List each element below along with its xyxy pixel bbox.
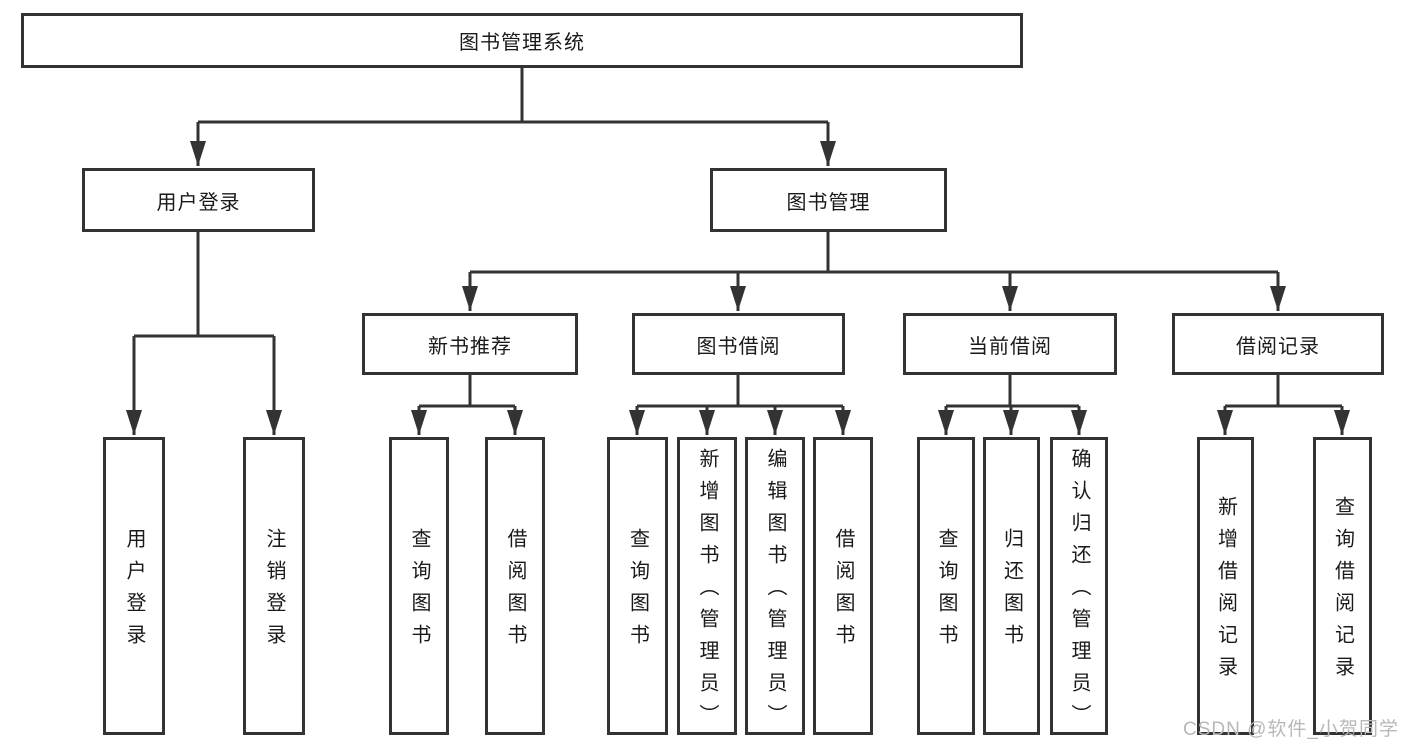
node-label: 图书管理 [786, 191, 871, 214]
leaf-cb-confirm-return-admin: 确认归还（管理员） [1050, 437, 1108, 736]
leaf-nb-borrow-books: 借阅图书 [485, 437, 545, 735]
node-label: 新增借阅记录 [1214, 496, 1237, 688]
node-label: 查询图书 [935, 528, 957, 656]
node-label: 当前借阅 [968, 335, 1052, 358]
node-label: 新增图书（管理员） [696, 448, 718, 736]
leaf-nb-query-books: 查询图书 [389, 437, 449, 735]
node-borrowing-records: 借阅记录 [1172, 313, 1384, 375]
leaf-logout: 注销登录 [243, 437, 305, 735]
leaf-bb-edit-books-admin: 编辑图书（管理员） [745, 437, 805, 736]
node-user-login: 用户登录 [82, 168, 315, 232]
node-label: 借阅图书 [832, 528, 854, 656]
node-new-book-recommend: 新书推荐 [362, 313, 578, 375]
leaf-user-login: 用户登录 [103, 437, 165, 735]
leaf-br-query-record: 查询借阅记录 [1313, 437, 1372, 735]
node-label: 归还图书 [1000, 528, 1023, 656]
node-label: 确认归还（管理员） [1068, 448, 1090, 736]
leaf-br-add-record: 新增借阅记录 [1197, 437, 1254, 735]
node-label: 图书借阅 [696, 335, 781, 358]
node-label: 注销登录 [263, 528, 285, 656]
node-label: 借阅图书 [504, 528, 526, 656]
leaf-bb-borrow-books: 借阅图书 [813, 437, 873, 735]
leaf-cb-return-books: 归还图书 [983, 437, 1040, 735]
node-label: 编辑图书（管理员） [764, 448, 786, 736]
leaf-cb-query-books: 查询图书 [917, 437, 975, 735]
node-label: 借阅记录 [1236, 335, 1320, 358]
node-label: 用户登录 [156, 191, 241, 214]
node-label: 图书管理系统 [459, 32, 585, 54]
node-label: 查询图书 [408, 528, 430, 656]
node-label: 新书推荐 [428, 335, 512, 358]
leaf-bb-add-books-admin: 新增图书（管理员） [677, 437, 737, 736]
csdn-watermark: CSDN @软件_小贺同学 [1183, 719, 1399, 740]
node-library-management-system: 图书管理系统 [21, 13, 1023, 68]
node-book-borrowing: 图书借阅 [632, 313, 845, 375]
node-book-management: 图书管理 [710, 168, 947, 232]
node-label: 查询借阅记录 [1331, 496, 1354, 688]
node-label: 用户登录 [123, 528, 145, 656]
node-current-borrowing: 当前借阅 [903, 313, 1117, 375]
node-label: 查询图书 [626, 528, 649, 656]
leaf-bb-query-books: 查询图书 [607, 437, 668, 735]
